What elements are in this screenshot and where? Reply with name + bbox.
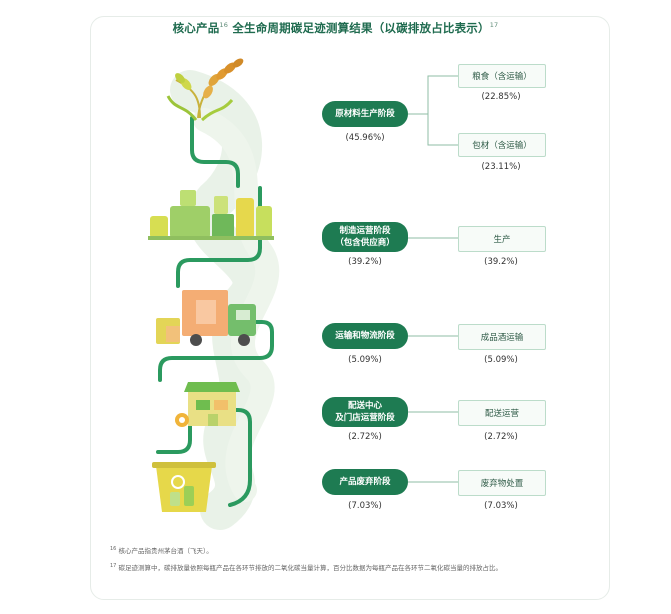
stage-transport-percent: (5.09%) xyxy=(348,355,382,365)
sub-grain-box[interactable]: 粮食（含运输） xyxy=(458,64,546,88)
truck-icon xyxy=(156,290,256,346)
stage-disposal-button[interactable]: 产品废弃阶段 xyxy=(322,469,408,495)
stage-disposal-label: 产品废弃阶段 xyxy=(339,477,391,487)
sub-finished-transport-box[interactable]: 成品酒运输 xyxy=(458,324,546,350)
stage-distribution-label-2: 及门店运营阶段 xyxy=(335,413,395,423)
title-main: 全生命周期碳足迹测算结果（以碳排放占比表示） xyxy=(232,21,490,35)
sub-finished-transport-label: 成品酒运输 xyxy=(480,333,524,343)
sub-distribution-ops-box[interactable]: 配送运营 xyxy=(458,400,546,426)
stage-transport-label: 运输和物流阶段 xyxy=(335,331,395,341)
footnote-17: 17 碳足迹测算中，碳排放量依照每瓶产品在各环节排放的二氧化碳当量计算，百分比数… xyxy=(110,562,502,572)
stage-raw-material-button[interactable]: 原材料生产阶段 xyxy=(322,101,408,127)
stage-manufacturing-percent: (39.2%) xyxy=(348,257,382,267)
sub-packaging-label: 包材（含运输） xyxy=(472,141,532,151)
stage-manufacturing-label-1: 制造运营阶段 xyxy=(339,226,391,236)
sub-waste-percent: (7.03%) xyxy=(484,501,518,511)
title-prefix: 核心产品 xyxy=(172,21,220,35)
wheat-icon xyxy=(166,58,244,122)
title-ref-16: 16 xyxy=(219,21,229,30)
sub-production-percent: (39.2%) xyxy=(484,257,518,267)
stage-manufacturing-label-2: （包含供应商） xyxy=(335,238,395,248)
footnote-16-ref: 16 xyxy=(110,545,117,552)
stage-manufacturing-button[interactable]: 制造运营阶段 （包含供应商） xyxy=(322,222,408,252)
sub-waste-box[interactable]: 废弃物处置 xyxy=(458,470,546,496)
title-ref-17: 17 xyxy=(489,21,499,30)
recycle-bin-icon xyxy=(152,462,216,512)
page-title: 核心产品16 全生命周期碳足迹测算结果（以碳排放占比表示）17 xyxy=(0,20,671,36)
flow-line xyxy=(156,116,274,454)
factory-icon xyxy=(148,190,274,240)
stage-transport-button[interactable]: 运输和物流阶段 xyxy=(322,323,408,349)
sub-finished-transport-percent: (5.09%) xyxy=(484,355,518,365)
stage-distribution-button[interactable]: 配送中心 及门店运营阶段 xyxy=(322,397,408,427)
footnote-16-text: 核心产品指贵州茅台酒（飞天）。 xyxy=(118,547,213,555)
stage-distribution-label-1: 配送中心 xyxy=(347,401,382,411)
footnote-16: 16 核心产品指贵州茅台酒（飞天）。 xyxy=(110,545,213,555)
connectors xyxy=(408,75,458,483)
sub-grain-label: 粮食（含运输） xyxy=(472,72,532,82)
sub-distribution-ops-label: 配送运营 xyxy=(484,409,519,419)
sub-packaging-box[interactable]: 包材（含运输） xyxy=(458,133,546,157)
stage-raw-material-percent: (45.96%) xyxy=(345,133,385,143)
stage-disposal-percent: (7.03%) xyxy=(348,501,382,511)
store-icon xyxy=(175,382,240,427)
sub-production-box[interactable]: 生产 xyxy=(458,226,546,252)
stage-distribution-percent: (2.72%) xyxy=(348,432,382,442)
sub-waste-label: 废弃物处置 xyxy=(480,479,524,489)
sub-packaging-percent: (23.11%) xyxy=(481,162,521,172)
sub-grain-percent: (22.85%) xyxy=(481,92,521,102)
sub-distribution-ops-percent: (2.72%) xyxy=(484,432,518,442)
flow-line-lower xyxy=(208,408,252,507)
footnote-17-text: 碳足迹测算中，碳排放量依照每瓶产品在各环节排放的二氧化碳当量计算，百分比数据为每… xyxy=(118,564,502,572)
sub-production-label: 生产 xyxy=(493,235,511,245)
footnote-17-ref: 17 xyxy=(110,562,117,569)
stage-raw-material-label: 原材料生产阶段 xyxy=(335,109,395,119)
